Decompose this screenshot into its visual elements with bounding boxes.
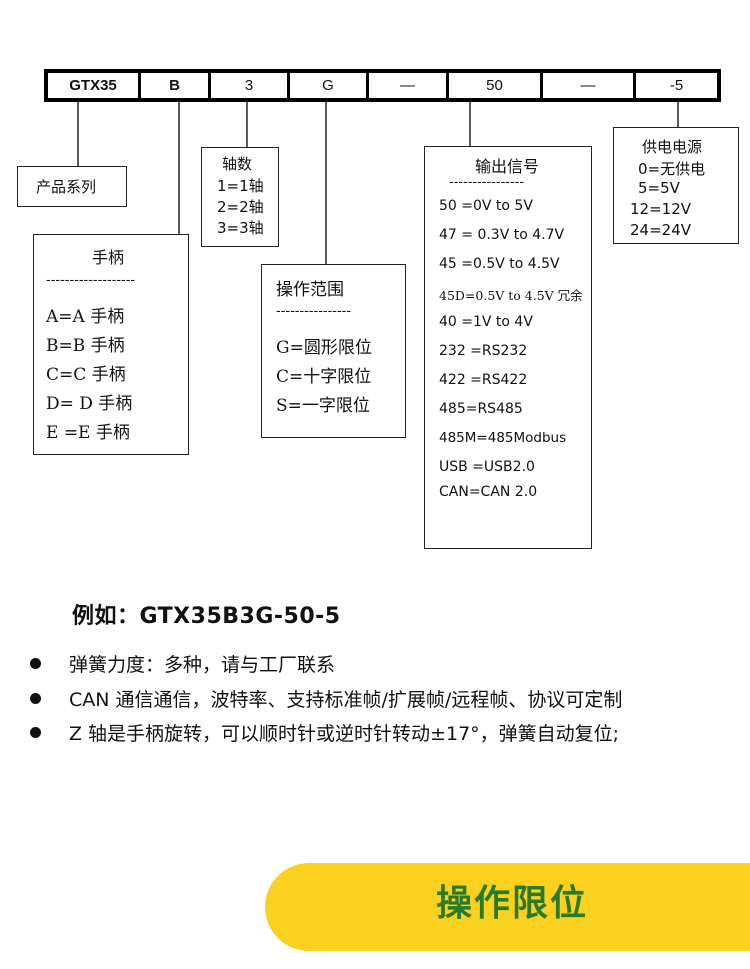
- code-segment-series: GTX35: [48, 73, 141, 98]
- code-segment-range: G: [290, 73, 369, 98]
- code-segment-dash-2: —: [543, 73, 636, 98]
- code-segment-power: -5: [669, 77, 684, 94]
- section-banner: [265, 863, 750, 951]
- output-item-40: 40 =1V to 4V: [439, 314, 533, 330]
- code-segment-handle: B: [141, 73, 211, 98]
- range-title: 操作范围: [276, 280, 344, 300]
- output-divider: ----------------: [449, 175, 525, 190]
- series-box: 产品系列: [17, 166, 127, 207]
- code-segment-dash-1: —: [369, 73, 449, 98]
- range-item-g: G=圆形限位: [276, 338, 372, 358]
- handle-divider: -------------------: [46, 273, 136, 288]
- range-item-s: S=一字限位: [276, 396, 370, 416]
- output-title: 输出信号: [475, 157, 540, 176]
- handle-item-d: D= D 手柄: [46, 394, 133, 414]
- axis-title: 轴数: [222, 155, 253, 173]
- power-box: 供电电源 0=无供电 5=5V 12=12V 24=24V: [613, 127, 739, 244]
- axis-item-2: 2=2轴: [217, 198, 264, 216]
- power-item-24: 24=24V: [630, 221, 692, 239]
- power-item-12: 12=12V: [630, 200, 692, 218]
- range-box: 操作范围 ---------------- G=圆形限位 C=十字限位 S=一字…: [261, 264, 406, 438]
- model-code-bar: GTX35 B 3 G — 50 — -5: [44, 69, 721, 102]
- output-item-45d: 45D=0.5V to 4.5V 冗余: [439, 288, 583, 303]
- bullet-dot-icon: [30, 727, 41, 738]
- output-item-45: 45 =0.5V to 4.5V: [439, 256, 560, 272]
- note-z-axis: Z 轴是手柄旋转，可以顺时针或逆时针转动±17°，弹簧自动复位;: [30, 719, 619, 746]
- output-item-usb: USB =USB2.0: [439, 459, 535, 475]
- output-item-47: 47 = 0.3V to 4.7V: [439, 227, 565, 243]
- axis-item-1: 1=1轴: [217, 177, 264, 195]
- handle-item-e: E =E 手柄: [46, 423, 130, 443]
- section-banner-title: 操作限位: [436, 883, 589, 924]
- note-text: 弹簧力度：多种，请与工厂联系: [69, 654, 336, 676]
- code-segment-axis: 3: [211, 73, 290, 98]
- example-code: 例如：GTX35B3G-50-5: [72, 604, 341, 629]
- output-item-422: 422 =RS422: [439, 372, 528, 388]
- output-item-50: 50 =0V to 5V: [439, 198, 533, 214]
- output-item-485m: 485M=485Modbus: [439, 430, 567, 446]
- handle-box: 手柄 ------------------- A=A 手柄 B=B 手柄 C=C…: [33, 234, 189, 455]
- handle-item-b: B=B 手柄: [46, 336, 125, 356]
- handle-title: 手柄: [92, 248, 125, 267]
- axis-item-3: 3=3轴: [217, 219, 264, 237]
- axis-box: 轴数 1=1轴 2=2轴 3=3轴: [201, 147, 279, 247]
- note-text: CAN 通信通信，波特率、支持标准帧/扩展帧/远程帧、协议可定制: [69, 689, 623, 711]
- handle-item-a: A=A 手柄: [46, 307, 125, 327]
- code-segment-output: 50: [449, 73, 543, 98]
- note-can: CAN 通信通信，波特率、支持标准帧/扩展帧/远程帧、协议可定制: [30, 685, 622, 712]
- output-item-can: CAN=CAN 2.0: [439, 484, 538, 500]
- power-item-5: 5=5V: [638, 179, 680, 197]
- note-spring: 弹簧力度：多种，请与工厂联系: [30, 650, 335, 677]
- output-box: 输出信号 ---------------- 50 =0V to 5V 47 = …: [424, 146, 592, 549]
- handle-item-c: C=C 手柄: [46, 365, 126, 385]
- range-item-c: C=十字限位: [276, 367, 372, 387]
- note-text: Z 轴是手柄旋转，可以顺时针或逆时针转动±17°，弹簧自动复位;: [69, 723, 620, 745]
- power-title: 供电电源: [642, 138, 703, 156]
- output-item-485: 485=RS485: [439, 401, 523, 417]
- power-item-0: 0=无供电: [638, 160, 706, 178]
- bullet-dot-icon: [30, 693, 41, 704]
- output-item-232: 232 =RS232: [439, 343, 528, 359]
- range-divider: ----------------: [276, 304, 352, 319]
- series-label: 产品系列: [36, 178, 97, 196]
- bullet-dot-icon: [30, 658, 41, 669]
